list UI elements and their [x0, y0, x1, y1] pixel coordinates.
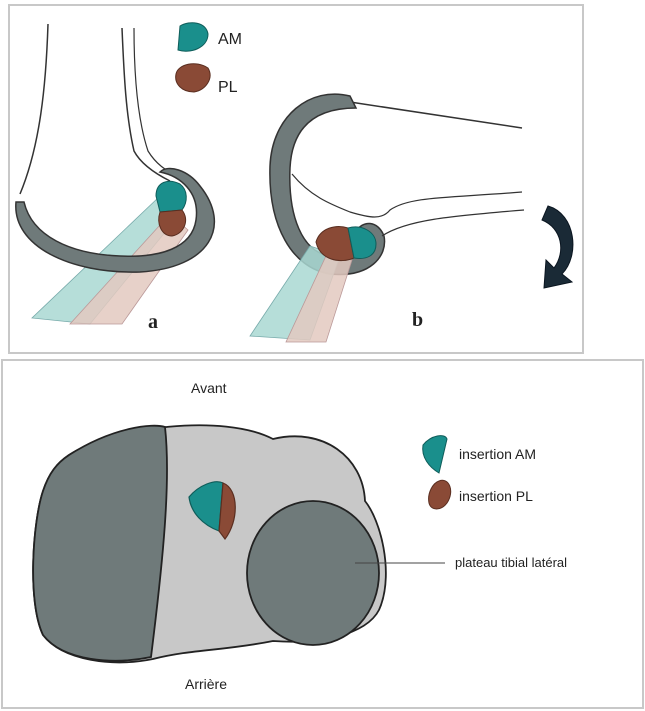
femur-shaft-b-top — [350, 102, 522, 128]
tibial-plateau-diagram: Avant Arrière insertion AM insertion PL … — [3, 361, 645, 711]
femur-shaft-b-line1 — [292, 174, 522, 217]
legend-insertion-am-label: insertion AM — [459, 446, 536, 462]
front-label: Avant — [191, 380, 227, 396]
legend-am: AM — [178, 23, 242, 51]
pl-insertion-icon — [429, 480, 451, 509]
femur-diagram: AM PL a b — [10, 6, 586, 356]
legend-pl-label: PL — [218, 79, 238, 96]
femur-shaft-a — [20, 24, 48, 194]
femur-shaft-b-line2 — [382, 210, 524, 236]
femur-shaft-a-inner — [134, 28, 178, 176]
plateau-label: plateau tibial latéral — [455, 555, 567, 570]
figure-label-a: a — [148, 311, 158, 333]
legend-am-label: AM — [218, 31, 242, 48]
am-bundle-icon — [178, 23, 208, 51]
legend-insertion-pl: insertion PL — [429, 480, 534, 509]
legend-insertion-pl-label: insertion PL — [459, 488, 533, 504]
medial-plateau — [33, 426, 167, 661]
lateral-plateau — [247, 501, 379, 645]
femur-shaft-a-right — [122, 28, 170, 181]
am-insertion-a[interactable] — [156, 181, 186, 212]
figure-label-b: b — [412, 309, 423, 331]
femur-diagram-panel: AM PL a b — [8, 4, 584, 354]
am-insertion-icon — [423, 436, 447, 473]
back-label: Arrière — [185, 676, 227, 692]
legend-pl: PL — [176, 64, 238, 96]
legend-insertion-am: insertion AM — [423, 436, 536, 473]
pl-bundle-icon — [176, 64, 210, 92]
rotation-arrow-icon — [542, 206, 573, 288]
tibial-plateau-panel: Avant Arrière insertion AM insertion PL … — [1, 359, 644, 709]
